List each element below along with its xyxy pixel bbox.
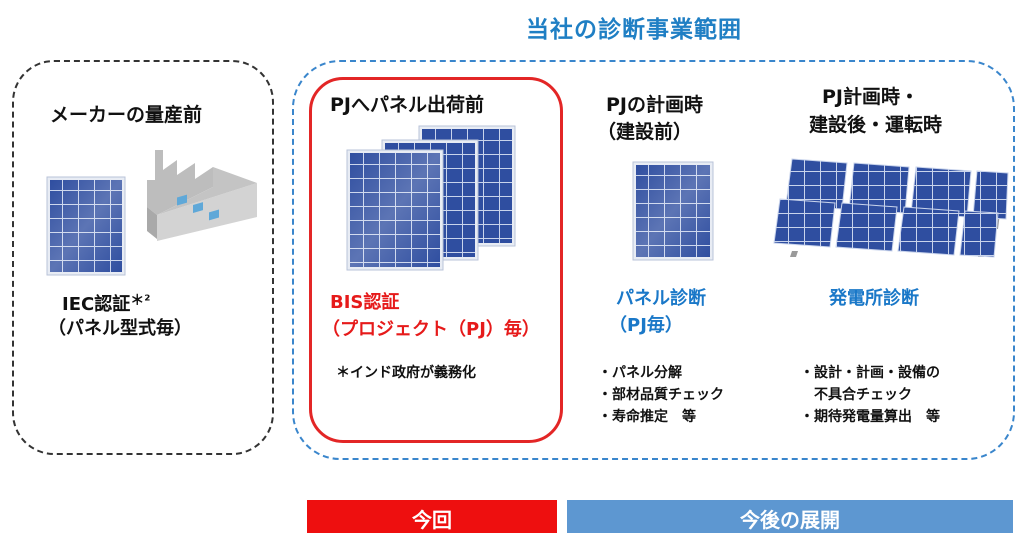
pre-shipment-stage-box	[309, 77, 563, 443]
planning-item: ・寿命推定 等	[598, 409, 696, 425]
operation-item: 不具合チェック	[800, 387, 912, 403]
operation-item: ・設計・計画・設備の	[800, 365, 940, 381]
planning-item: ・部材品質チェック	[598, 387, 724, 403]
panel-diagnosis-scope: （PJ毎）	[609, 315, 683, 336]
operation-heading-line2: 建設後・運転時	[809, 114, 943, 136]
operation-item: ・期待発電量算出 等	[800, 409, 940, 425]
manufacturer-heading: メーカーの量産前	[50, 104, 203, 126]
bis-certification-label: BIS認証	[330, 292, 400, 313]
solar-panel-stack-icon	[342, 123, 520, 273]
solar-panel-icon	[632, 161, 714, 261]
iec-certification-label: IEC認証＊²	[62, 289, 150, 317]
pre-shipment-heading: PJへパネル出荷前	[330, 94, 484, 116]
future-phase-bar: 今後の展開	[567, 500, 1013, 533]
scope-title: 当社の診断事業範囲	[526, 17, 742, 43]
operation-heading-line1: PJ計画時・	[822, 86, 919, 108]
iec-scope-label: （パネル型式毎）	[48, 318, 192, 339]
manufacturer-stage-box	[12, 60, 274, 455]
factory-icon	[137, 135, 265, 245]
solar-panel-icon	[46, 176, 126, 276]
bis-scope-label: （プロジェクト（PJ）毎）	[322, 319, 540, 340]
solar-farm-icon	[772, 157, 1012, 259]
mandatory-note: ＊インド政府が義務化	[336, 365, 476, 381]
company-scope-box	[292, 60, 1015, 460]
planning-heading-line2: （建設前）	[597, 121, 693, 143]
planning-heading-line1: PJの計画時	[606, 94, 703, 116]
planning-item: ・パネル分解	[598, 365, 682, 381]
panel-diagnosis-label: パネル診断	[616, 288, 706, 309]
current-phase-bar: 今回	[307, 500, 557, 533]
iec-certification-text: IEC認証	[62, 294, 131, 315]
footnote-mark: ＊²	[130, 293, 151, 309]
plant-diagnosis-label: 発電所診断	[829, 288, 919, 309]
